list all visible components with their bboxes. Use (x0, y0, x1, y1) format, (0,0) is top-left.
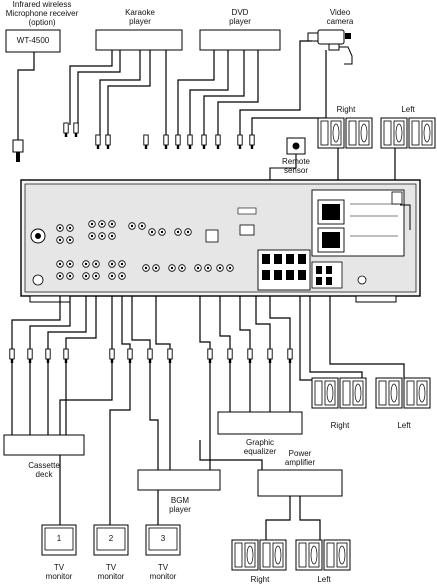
speaker-bottom-left-label: Left (317, 575, 331, 584)
remote-sensor-caption: Remote sensor (281, 157, 310, 175)
graphic-equalizer-box (217, 411, 303, 435)
tv-monitor-2-number: 2 (108, 534, 114, 543)
mic-receiver-box (5, 29, 61, 53)
power-amplifier-box (257, 469, 343, 497)
karaoke-player-box (95, 29, 183, 51)
tv-monitor-2-caption: TV monitor (97, 563, 125, 581)
bgm-player-caption: BGM player (169, 496, 191, 514)
speaker-mid-left-label: Left (397, 421, 411, 430)
tv-monitor-3-number: 3 (160, 534, 166, 543)
power-amplifier-caption: Power amplifier (284, 449, 316, 467)
graphic-equalizer-caption: Graphic equalizer (243, 438, 277, 456)
bgm-player-box (137, 469, 221, 491)
mic-plug (12, 139, 24, 162)
mic-receiver-caption: Infrared wireless Microphone receiver (o… (5, 0, 79, 27)
karaoke-caption: Karaoke player (125, 8, 155, 26)
speakers-bottom (231, 539, 351, 571)
dvd-player-box (199, 29, 281, 51)
bottom-cables (11, 296, 405, 381)
cassette-deck-box (3, 434, 85, 456)
tv-monitor-3-caption: TV monitor (149, 563, 177, 581)
video-camera-caption: Video camera (326, 8, 354, 26)
top-rca-plugs (63, 122, 255, 150)
dvd-caption: DVD player (229, 8, 251, 26)
tv-monitors (41, 524, 181, 556)
top-cables (17, 40, 327, 140)
mic-receiver-model: WT-4500 (16, 36, 50, 45)
speakers-middle (311, 377, 431, 409)
speaker-mid-right-label: Right (330, 421, 350, 430)
speaker-top-left-label: Left (401, 105, 415, 114)
bottom-rca-plugs (9, 348, 293, 364)
tv-monitor-1-number: 1 (56, 534, 62, 543)
speaker-top-right-label: Right (336, 105, 356, 114)
speaker-bottom-right-label: Right (250, 575, 270, 584)
video-camera-icon (307, 29, 353, 65)
tv-monitor-1-caption: TV monitor (45, 563, 73, 581)
cassette-deck-caption: Cassette deck (28, 461, 60, 479)
amplifier-panel (20, 179, 421, 303)
